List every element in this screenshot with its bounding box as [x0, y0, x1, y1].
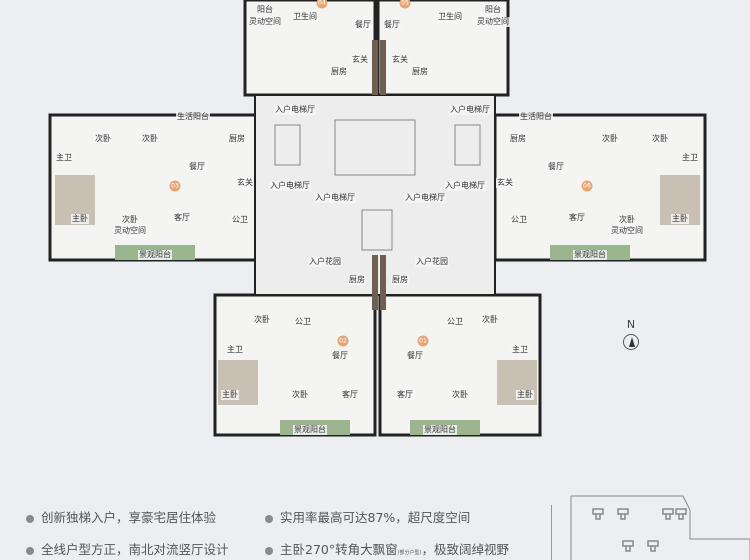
room-label: 生活阳台: [176, 112, 210, 122]
room-label: 景观阳台: [138, 250, 172, 260]
feature-item: 全线户型方正，南北对流竖厅设计: [26, 539, 229, 558]
room-label: 客厅: [173, 213, 191, 223]
room-label: 卫生间: [292, 12, 318, 22]
room-label: 主卧: [516, 390, 534, 400]
building-icons: [592, 508, 687, 552]
room-label: 入户电梯厅: [444, 181, 486, 191]
room-label: 次卧: [601, 134, 619, 144]
feature-item: 主卧270°转角大飘窗(部分户型)，极致阔绰视野: [265, 539, 509, 558]
site-key-plan: [570, 495, 750, 560]
room-label: 餐厅: [383, 20, 401, 30]
room-label: 灵动空间: [248, 17, 282, 27]
bullet-icon: [26, 546, 34, 555]
room-label: 入户电梯厅: [269, 181, 311, 191]
room-label: 厨房: [228, 134, 246, 144]
room-label: 主卫: [511, 345, 529, 355]
room-label: 餐厅: [547, 162, 565, 172]
room-label: 客厅: [396, 390, 414, 400]
room-label: 阳台: [484, 5, 502, 15]
room-label: 厨房: [391, 275, 409, 285]
room-label: 入户电梯厅: [314, 193, 356, 203]
room-label: 灵动空间: [610, 226, 644, 236]
compass-label: N: [626, 318, 636, 331]
bullet-icon: [26, 514, 34, 523]
room-label: 厨房: [330, 67, 348, 77]
room-label: 厨房: [411, 67, 429, 77]
floor-plan-walls: [48, 0, 707, 437]
room-label: 厨房: [348, 275, 366, 285]
room-label: 阳台: [256, 5, 274, 15]
room-label: 餐厅: [331, 351, 349, 361]
room-label: 次卧: [121, 215, 139, 225]
divider: [551, 505, 552, 560]
room-label: 灵动空间: [476, 17, 510, 27]
room-label: 客厅: [341, 390, 359, 400]
room-label: 公卫: [294, 317, 312, 327]
feature-text: 全线户型方正，南北对流竖厅设计: [41, 542, 229, 557]
room-label: 入户电梯厅: [274, 105, 316, 115]
room-label: 主卧: [221, 390, 239, 400]
room-label: 次卧: [253, 315, 271, 325]
compass: N: [622, 318, 640, 350]
room-label: 次卧: [651, 134, 669, 144]
unit-number: 02: [337, 335, 349, 347]
bullet-icon: [265, 546, 273, 555]
room-label: 次卧: [618, 215, 636, 225]
room-label: 公卫: [446, 317, 464, 327]
room-label: 玄关: [236, 178, 254, 188]
room-label: 玄关: [391, 55, 409, 65]
feature-note: (部分户型): [397, 550, 422, 556]
room-label: 主卧: [71, 214, 89, 224]
room-label: 次卧: [141, 134, 159, 144]
room-label: 餐厅: [188, 162, 206, 172]
room-label: 主卧: [671, 214, 689, 224]
room-label: 主卫: [55, 153, 73, 163]
feature-text: 主卧270°转角大飘窗: [280, 542, 398, 557]
feature-text: 创新独梯入户，享豪宅居住体验: [41, 510, 217, 525]
north-arrow-icon: [623, 334, 639, 350]
feature-text: ，极致阔绰视野: [421, 542, 510, 557]
unit-number: 03: [169, 180, 181, 192]
room-label: 厨房: [509, 134, 527, 144]
room-label: 景观阳台: [293, 425, 327, 435]
feature-text: 实用率最高可达87%，超尺度空间: [280, 510, 471, 525]
unit-number: 05: [399, 0, 411, 9]
room-label: 主卫: [226, 345, 244, 355]
feature-item: 创新独梯入户，享豪宅居住体验: [26, 507, 216, 526]
room-label: 次卧: [451, 390, 469, 400]
room-label: 次卧: [291, 390, 309, 400]
room-label: 玄关: [351, 55, 369, 65]
room-label: 客厅: [568, 213, 586, 223]
room-label: 次卧: [481, 315, 499, 325]
room-label: 玄关: [496, 178, 514, 188]
room-label: 景观阳台: [423, 425, 457, 435]
unit-number: 01: [417, 335, 429, 347]
unit-number: 04: [316, 0, 328, 9]
room-label: 公卫: [231, 215, 249, 225]
room-label: 生活阳台: [519, 112, 553, 122]
room-label: 餐厅: [406, 351, 424, 361]
room-label: 入户电梯厅: [449, 105, 491, 115]
room-label: 入户花园: [415, 257, 449, 267]
room-label: 入户电梯厅: [404, 193, 446, 203]
room-label: 入户花园: [308, 257, 342, 267]
feature-item: 实用率最高可达87%，超尺度空间: [265, 507, 470, 526]
bullet-icon: [265, 514, 273, 523]
room-label: 灵动空间: [113, 226, 147, 236]
floor-plan: 04 05 03 06 02 01 阳台 灵动空间 卫生间 餐厅 餐厅 卫生间 …: [48, 0, 707, 437]
unit-number: 06: [581, 180, 593, 192]
room-label: 餐厅: [354, 20, 372, 30]
room-label: 公卫: [510, 215, 528, 225]
room-label: 景观阳台: [573, 250, 607, 260]
room-label: 主卫: [681, 153, 699, 163]
room-label: 次卧: [94, 134, 112, 144]
room-label: 卫生间: [437, 12, 463, 22]
